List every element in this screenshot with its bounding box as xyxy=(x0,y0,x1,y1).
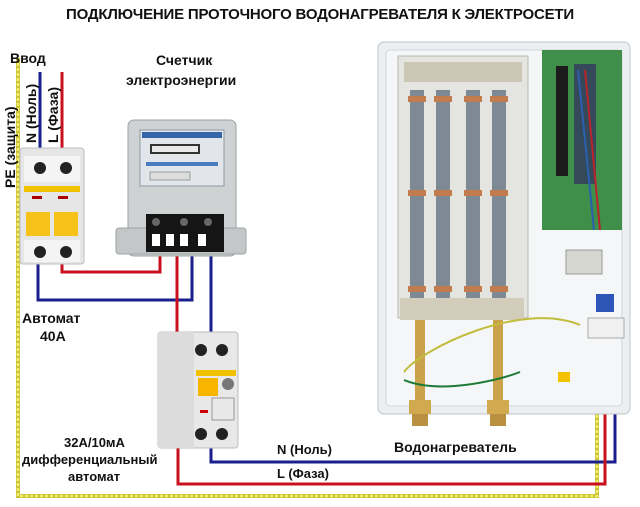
breaker-to-meter-neutral xyxy=(36,248,194,302)
breaker-to-meter-phase xyxy=(60,248,162,274)
differential-breaker-rcbo xyxy=(157,331,239,449)
input-phase-label: L (Фаза) xyxy=(45,87,61,143)
diagram-title: ПОДКЛЮЧЕНИЕ ПРОТОЧНОГО ВОДОНАГРЕВАТЕЛЯ К… xyxy=(66,6,574,23)
output-neutral-label: N (Ноль) xyxy=(277,442,332,457)
rcbo-label-line2: дифференциальный xyxy=(22,452,158,467)
rcbo-label-line1: 32А/10мА xyxy=(64,435,125,450)
output-phase-label: L (Фаза) xyxy=(277,466,329,481)
water-heater xyxy=(377,41,631,426)
input-label: Ввод xyxy=(10,50,46,66)
circuit-breaker-40a xyxy=(19,147,85,265)
pe-wire xyxy=(16,58,599,498)
meter-label-line2: электроэнергии xyxy=(126,72,237,88)
electricity-meter xyxy=(115,119,247,257)
pe-label: PE (защита) xyxy=(2,106,18,188)
breaker-label-line1: Автомат xyxy=(22,310,81,326)
rcbo-label-line3: автомат xyxy=(68,469,121,484)
breaker-label-line2: 40А xyxy=(40,328,66,344)
water-heater-label: Водонагреватель xyxy=(394,439,517,455)
meter-label-line1: Счетчик xyxy=(156,52,213,68)
input-neutral-label: N (Ноль) xyxy=(23,83,39,143)
